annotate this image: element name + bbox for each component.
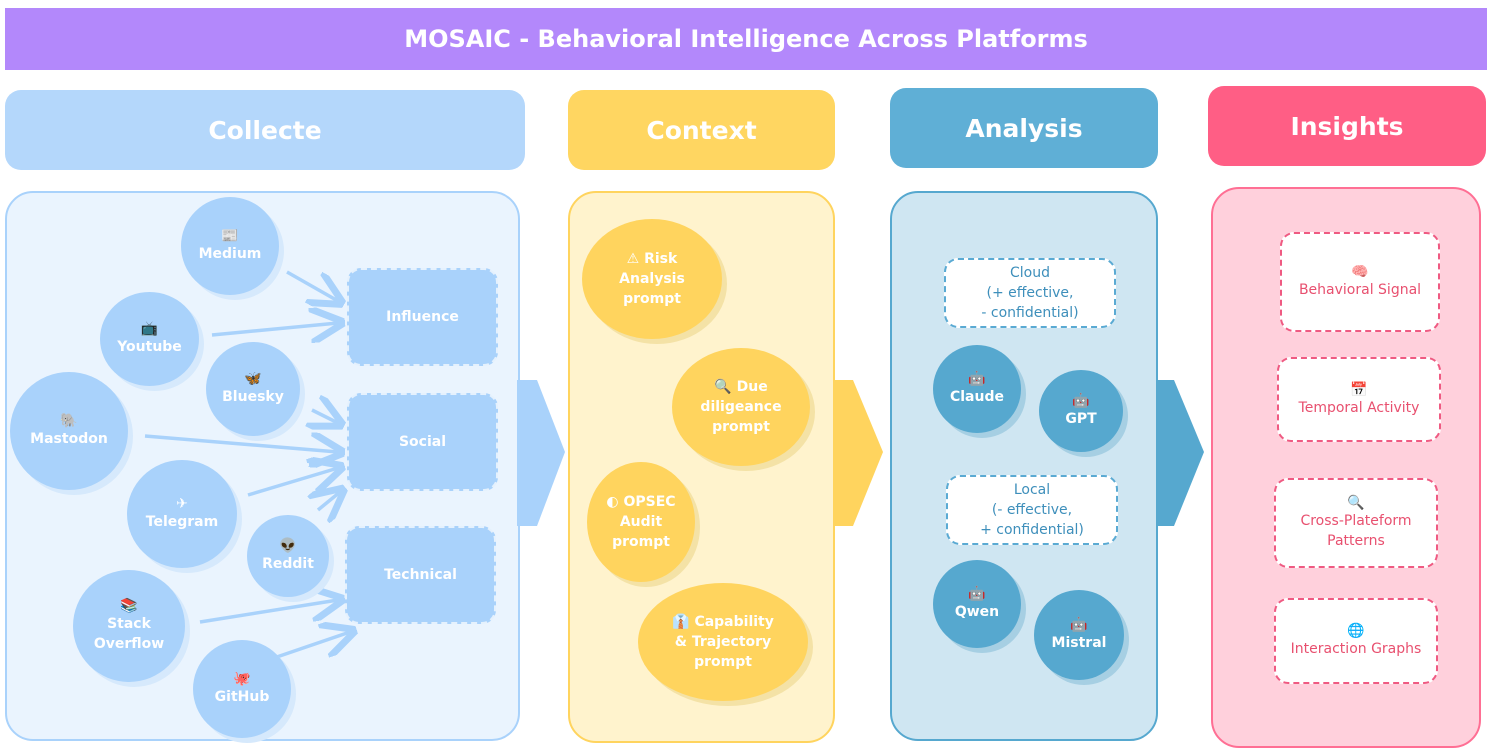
prompt-risk-analysis: ⚠ Risk Analysis prompt xyxy=(582,219,722,339)
prompt-due-diligence: 🔍 Due diligeance prompt xyxy=(672,348,810,466)
books-icon: 📚 xyxy=(120,598,138,614)
source-reddit: 👽 Reddit xyxy=(247,515,329,597)
page-title: MOSAIC - Behavioral Intelligence Across … xyxy=(5,8,1487,70)
source-bluesky: 🦋 Bluesky xyxy=(206,342,300,436)
source-telegram: ✈ Telegram xyxy=(127,460,237,568)
calendar-icon: 📅 xyxy=(1350,381,1368,398)
chevron-arrow-context xyxy=(833,380,883,526)
tv-icon: 📺 xyxy=(140,321,159,337)
brain-icon: 🧠 xyxy=(1351,264,1369,280)
prompt-capability-trajectory: 👔 Capability & Trajectory prompt xyxy=(638,583,808,701)
stage-header-analysis: Analysis xyxy=(890,88,1158,168)
category-technical: Technical xyxy=(345,526,496,624)
magnifier-icon: 🔍 xyxy=(714,379,732,395)
octopus-icon: 🐙 xyxy=(233,671,251,687)
source-youtube: 📺 Youtube xyxy=(100,292,199,386)
insight-behavioral-signal: 🧠 Behavioral Signal xyxy=(1280,232,1440,332)
magnifier-icon: 🔍 xyxy=(1347,495,1365,511)
stage-header-collect: Collecte xyxy=(5,90,525,170)
prompt-opsec-audit: ◐ OPSEC Audit prompt xyxy=(587,462,695,582)
insight-temporal-activity: 📅 Temporal Activity xyxy=(1277,357,1441,442)
source-stackoverflow: 📚 Stack Overflow xyxy=(73,570,185,682)
model-gpt: 🤖 GPT xyxy=(1039,370,1123,452)
source-mastodon: 🐘 Mastodon xyxy=(10,372,128,490)
chevron-arrow-collect xyxy=(517,380,565,526)
model-claude: 🤖 Claude xyxy=(933,345,1021,433)
warning-icon: ⚠ xyxy=(626,251,640,267)
insight-cross-platform-patterns: 🔍 Cross-Plateform Patterns xyxy=(1274,478,1438,568)
elephant-icon: 🐘 xyxy=(60,413,78,429)
shield-icon: ◐ xyxy=(606,494,619,510)
robot-icon: 🤖 xyxy=(968,371,986,387)
robot-icon: 🤖 xyxy=(1070,617,1088,633)
newspaper-icon: 📰 xyxy=(221,228,239,244)
model-mistral: 🤖 Mistral xyxy=(1034,590,1124,680)
stage-header-context: Context xyxy=(568,90,835,170)
local-models-box: Local (- effective, + confidential) xyxy=(946,475,1118,545)
butterfly-icon: 🦋 xyxy=(244,371,262,387)
cloud-models-box: Cloud (+ effective, - confidential) xyxy=(944,258,1116,328)
stage-header-insights: Insights xyxy=(1208,86,1486,166)
model-qwen: 🤖 Qwen xyxy=(933,560,1021,648)
plane-icon: ✈ xyxy=(176,496,188,512)
category-social: Social xyxy=(347,393,498,491)
insight-interaction-graphs: 🌐 Interaction Graphs xyxy=(1274,598,1438,684)
robot-icon: 🤖 xyxy=(1072,393,1090,409)
globe-icon: 🌐 xyxy=(1347,623,1365,639)
source-github: 🐙 GitHub xyxy=(193,640,291,738)
suit-icon: 👔 xyxy=(672,614,690,630)
alien-icon: 👽 xyxy=(279,538,297,554)
chevron-arrow-analysis xyxy=(1156,380,1204,526)
robot-icon: 🤖 xyxy=(968,586,986,602)
category-influence: Influence xyxy=(347,268,498,366)
source-medium: 📰 Medium xyxy=(181,197,279,295)
